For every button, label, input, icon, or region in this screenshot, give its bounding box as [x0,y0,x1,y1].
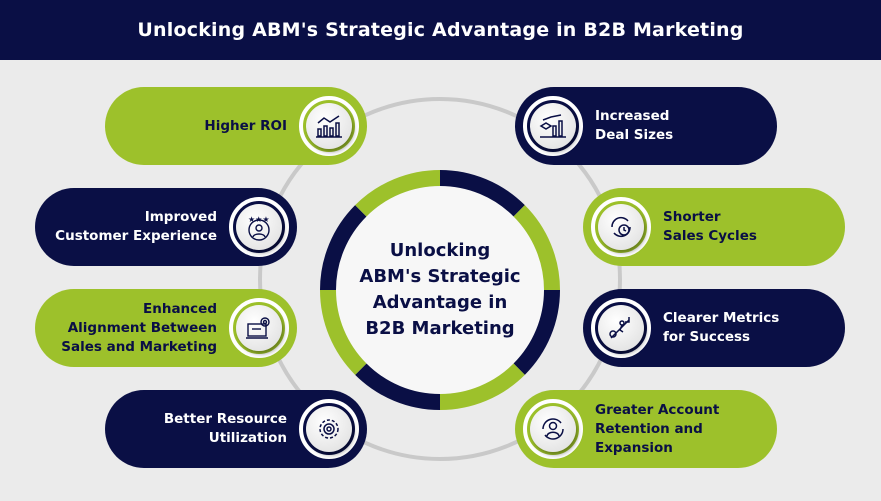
ring-segment [320,205,367,291]
benefit-label: Deal Sizes [595,127,674,143]
benefit-label: Improved [144,209,217,225]
chart-growth-icon [306,103,352,149]
resource-gear-icon [306,406,352,452]
deal-chart-icon [530,103,576,149]
benefit-label: Enhanced [143,300,217,317]
benefit-label: Utilization [208,430,287,446]
benefit-label: Greater Account [595,401,720,418]
connector-ring [258,97,622,461]
benefit-label: Clearer Metrics [663,310,780,326]
benefit-label: Expansion [595,439,673,456]
benefit-label: Better Resource [163,411,287,427]
customer-stars-icon: ★★★ [236,204,282,250]
benefit-clearer-metrics: Clearer Metrics for Success [583,289,845,367]
ring-segment [513,205,560,291]
center-title-line: ABM's Strategic [359,266,521,287]
benefit-label: Increased [595,108,670,124]
center-title-line: B2B Marketing [365,318,515,339]
success-climb-icon [598,305,644,351]
alignment-gear-icon [236,305,282,351]
center-title-line: Unlocking [389,240,491,261]
ring-segment [320,289,367,375]
ring-segment [355,363,441,410]
benefit-higher-roi: Higher ROI [105,87,367,165]
benefit-label: Customer Experience [55,228,217,244]
page-title: Unlocking ABM's Strategic Advantage in B… [0,0,881,60]
benefit-label: Higher ROI [204,117,287,134]
benefit-label: Alignment Between [67,319,217,336]
ring-segment [355,170,441,217]
benefit-label: Sales and Marketing [61,338,217,355]
ring-segment [439,170,525,217]
cycle-clock-icon [598,204,644,250]
benefit-label: Shorter [663,209,721,225]
ring-segment [439,363,525,410]
center-ring [320,170,560,410]
benefit-label: Sales Cycles [663,228,757,244]
center-title-line: Advantage in [372,292,508,313]
account-retention-icon [530,406,576,452]
ring-segment [513,289,560,375]
benefit-label: for Success [663,329,751,345]
center-title: Unlocking ABM's Strategic Advantage in B… [340,190,540,390]
benefit-label: Retention and [595,420,703,437]
center-disc [336,186,544,394]
